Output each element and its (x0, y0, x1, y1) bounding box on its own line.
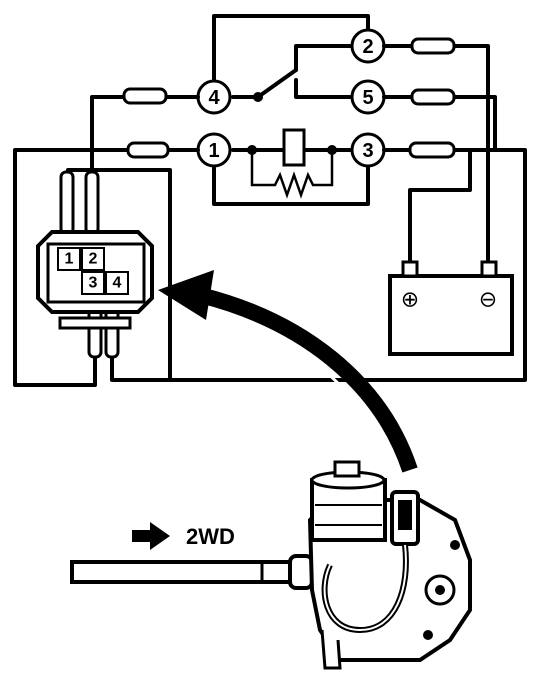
transfer-actuator-illustration (70, 460, 472, 670)
relay-resistor (250, 150, 334, 199)
location-arrow (158, 270, 418, 473)
relay-circuit-wiring (212, 14, 370, 206)
battery (388, 260, 514, 356)
relay-coil (282, 128, 306, 167)
svg-text:4: 4 (113, 275, 122, 292)
relay-terminal-1: 1 (196, 132, 232, 168)
connector-pin-1: 1 (57, 247, 81, 271)
svg-text:1: 1 (208, 140, 219, 162)
connector-pin-4: 4 (105, 271, 129, 295)
battery-positive-icon: ⊕ (401, 288, 419, 313)
relay-terminal-2: 2 (350, 28, 386, 64)
direction-label: 2WD (186, 524, 235, 549)
svg-text:5: 5 (362, 87, 373, 109)
svg-text:1: 1 (65, 251, 74, 268)
relay-terminal-5: 5 (350, 79, 386, 115)
connector-pin-2: 2 (81, 247, 105, 271)
direction-arrow-icon (132, 522, 170, 550)
battery-negative-icon: ⊖ (479, 288, 497, 313)
svg-text:3: 3 (89, 275, 98, 292)
relay-terminal-3: 3 (350, 132, 386, 168)
connector-pin-3: 3 (81, 271, 105, 295)
svg-text:4: 4 (208, 87, 220, 109)
svg-text:2: 2 (89, 251, 98, 268)
svg-text:3: 3 (362, 140, 373, 162)
svg-text:2: 2 (362, 36, 373, 58)
relay-terminal-4: 4 (196, 79, 232, 115)
test-probes (59, 37, 456, 359)
